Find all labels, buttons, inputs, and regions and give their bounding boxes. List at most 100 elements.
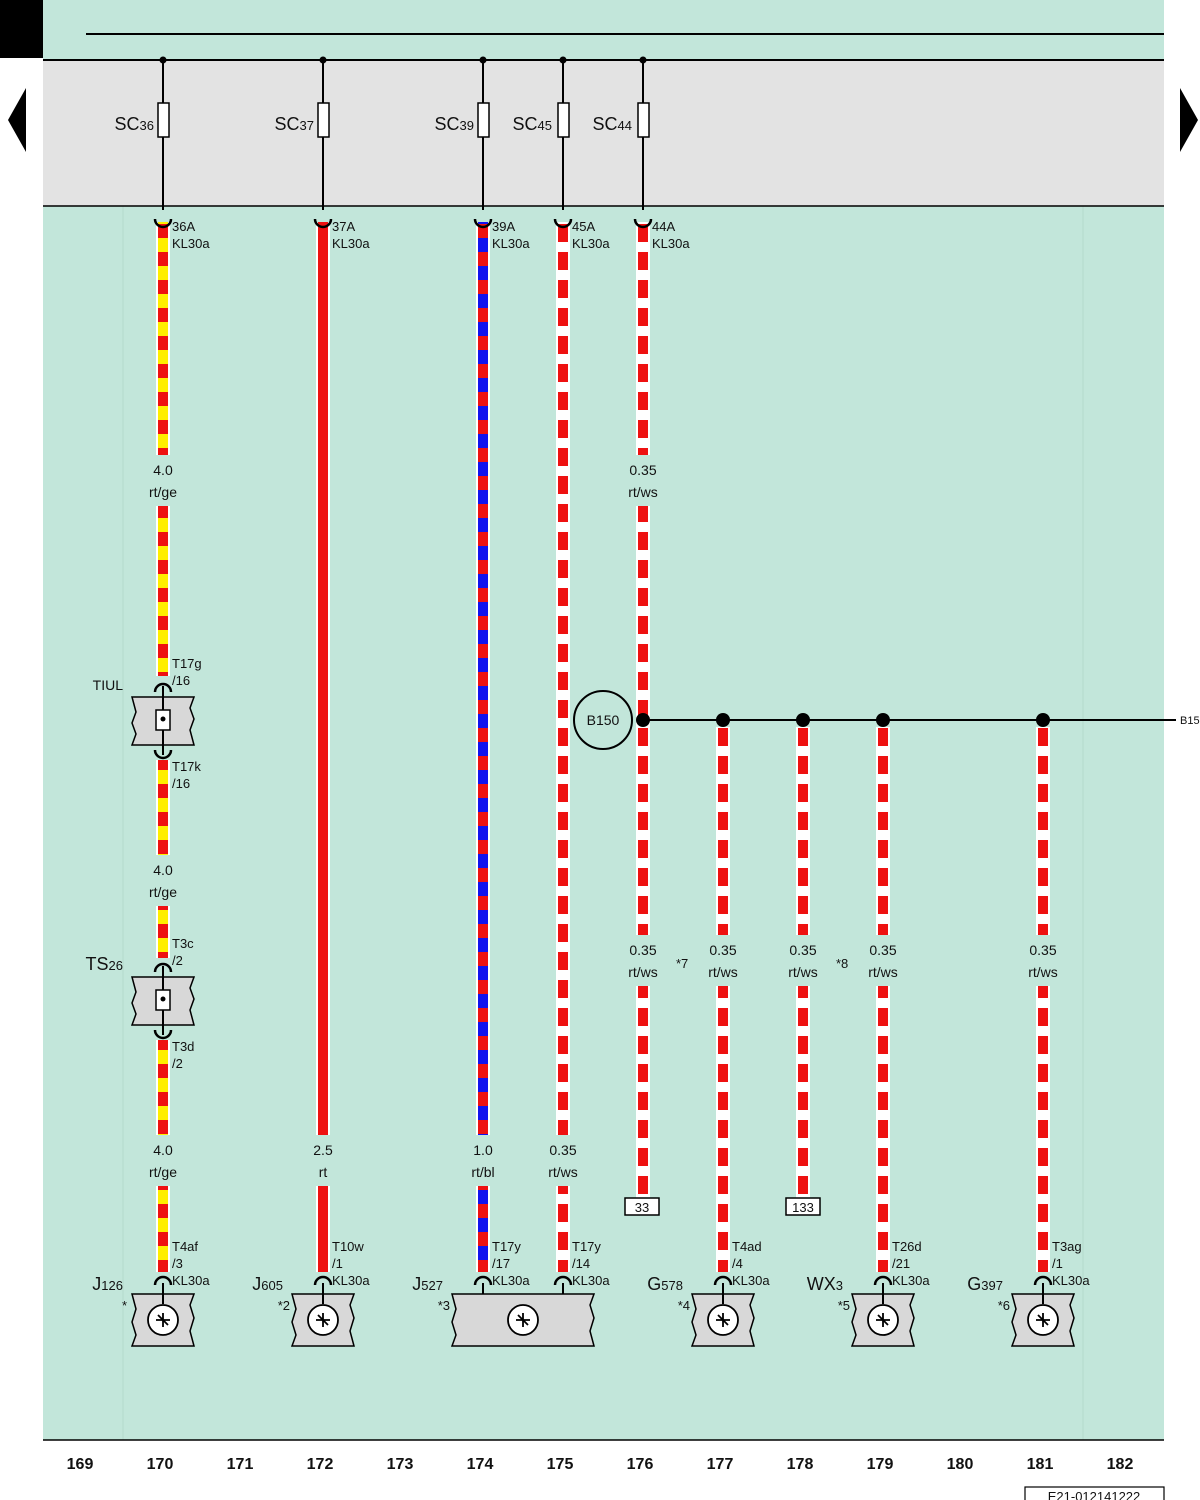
footnote-mark: *8 bbox=[836, 956, 848, 971]
splice-b150-marker bbox=[573, 690, 633, 750]
wire-segment bbox=[878, 986, 888, 1272]
grid-number: 179 bbox=[867, 1456, 894, 1473]
component-label: G397 bbox=[967, 1274, 1003, 1294]
svg-text:KL30a: KL30a bbox=[572, 236, 610, 251]
svg-text:0.35: 0.35 bbox=[869, 942, 896, 958]
svg-text:rt/ws: rt/ws bbox=[868, 964, 898, 980]
next-page-arrow-icon[interactable] bbox=[1180, 88, 1198, 152]
svg-text:/21: /21 bbox=[892, 1256, 910, 1271]
svg-text:/1: /1 bbox=[332, 1256, 343, 1271]
wire-segment bbox=[318, 1186, 328, 1272]
svg-text:/2: /2 bbox=[172, 953, 183, 968]
grid-number: 169 bbox=[67, 1456, 94, 1473]
grid-number: 171 bbox=[227, 1456, 254, 1473]
component-note: *4 bbox=[678, 1298, 690, 1313]
connector-label: T17g/16 bbox=[172, 656, 202, 688]
svg-text:4.0: 4.0 bbox=[153, 862, 173, 878]
component-note: *5 bbox=[838, 1298, 850, 1313]
wire-segment bbox=[638, 986, 648, 1198]
previous-page-arrow-icon[interactable] bbox=[8, 88, 26, 152]
grid-number: 178 bbox=[787, 1456, 814, 1473]
wire-segment bbox=[1038, 727, 1048, 935]
grid-number: 175 bbox=[547, 1456, 574, 1473]
svg-text:0.35: 0.35 bbox=[709, 942, 736, 958]
svg-text:T10w: T10w bbox=[332, 1239, 364, 1254]
fuse-label: SC39 bbox=[435, 114, 474, 134]
fuse-label: SC36 bbox=[115, 114, 154, 134]
splice-node bbox=[636, 713, 650, 727]
ts26-connector-station: TS26 bbox=[86, 954, 196, 1040]
document-code-box: E21-012141222 bbox=[1024, 1486, 1165, 1500]
component-g397: G397 *6 bbox=[967, 1274, 1076, 1347]
connector-label: T3c/2 bbox=[172, 936, 194, 968]
component-note: *3 bbox=[438, 1298, 450, 1313]
svg-text:KL30a: KL30a bbox=[492, 1273, 530, 1288]
svg-text:33: 33 bbox=[635, 1200, 649, 1215]
component-wx3: WX3 *5 bbox=[807, 1274, 916, 1347]
wire-segment bbox=[158, 222, 168, 455]
svg-text:1.0: 1.0 bbox=[473, 1142, 493, 1158]
svg-text:/17: /17 bbox=[492, 1256, 510, 1271]
wire-label: 0.35 rt/ws bbox=[868, 942, 898, 980]
wire-segment bbox=[718, 727, 728, 935]
terminal-arc-icon bbox=[633, 218, 653, 229]
component-label: J605 bbox=[252, 1274, 283, 1294]
terminal-arc-icon bbox=[153, 218, 173, 229]
svg-text:/4: /4 bbox=[732, 1256, 743, 1271]
svg-text:133: 133 bbox=[792, 1200, 814, 1215]
svg-text:rt/ge: rt/ge bbox=[149, 884, 177, 900]
svg-text:0.35: 0.35 bbox=[1029, 942, 1056, 958]
tiul-connector-station: TIUL bbox=[93, 677, 196, 760]
svg-text:0.35: 0.35 bbox=[549, 1142, 576, 1158]
svg-text:36A: 36A bbox=[172, 219, 195, 234]
grid-number: 172 bbox=[307, 1456, 334, 1473]
inline-component-label: TS26 bbox=[86, 954, 123, 974]
grid-number: 173 bbox=[387, 1456, 414, 1473]
svg-text:T17y: T17y bbox=[492, 1239, 521, 1254]
svg-text:/1: /1 bbox=[1052, 1256, 1063, 1271]
wire-segment bbox=[318, 222, 328, 1135]
svg-text:T3c: T3c bbox=[172, 936, 194, 951]
wire-segment bbox=[158, 506, 168, 676]
wire-segment bbox=[158, 906, 168, 958]
fuse-sc36: SC36 bbox=[115, 56, 170, 210]
splice-node bbox=[716, 713, 730, 727]
grid-number: 181 bbox=[1027, 1456, 1054, 1473]
svg-text:rt/ws: rt/ws bbox=[628, 964, 658, 980]
splice-node bbox=[1036, 713, 1050, 727]
svg-text:0.35: 0.35 bbox=[629, 462, 656, 478]
svg-text:39A: 39A bbox=[492, 219, 515, 234]
connector-label: T3d/2 bbox=[172, 1039, 194, 1071]
svg-text:/16: /16 bbox=[172, 776, 190, 791]
component-label: G578 bbox=[647, 1274, 683, 1294]
wire-label: 4.0rt/ge bbox=[149, 1142, 177, 1180]
svg-text:rt/ws: rt/ws bbox=[548, 1164, 578, 1180]
wire-segment bbox=[1038, 986, 1048, 1272]
component-j126: J126 * bbox=[92, 1274, 196, 1347]
component-label: J126 bbox=[92, 1274, 123, 1294]
svg-text:0.35: 0.35 bbox=[789, 942, 816, 958]
svg-text:2.5: 2.5 bbox=[313, 1142, 333, 1158]
svg-text:KL30a: KL30a bbox=[172, 1273, 210, 1288]
grid-number: 176 bbox=[627, 1456, 654, 1473]
wire-segment bbox=[798, 727, 808, 935]
svg-text:E21-012141222: E21-012141222 bbox=[1048, 1489, 1141, 1500]
grid-number: 182 bbox=[1107, 1456, 1134, 1473]
svg-text:rt: rt bbox=[319, 1164, 328, 1180]
fuse-label: SC45 bbox=[513, 114, 552, 134]
svg-text:KL30a: KL30a bbox=[1052, 1273, 1090, 1288]
wire-segment bbox=[718, 986, 728, 1272]
